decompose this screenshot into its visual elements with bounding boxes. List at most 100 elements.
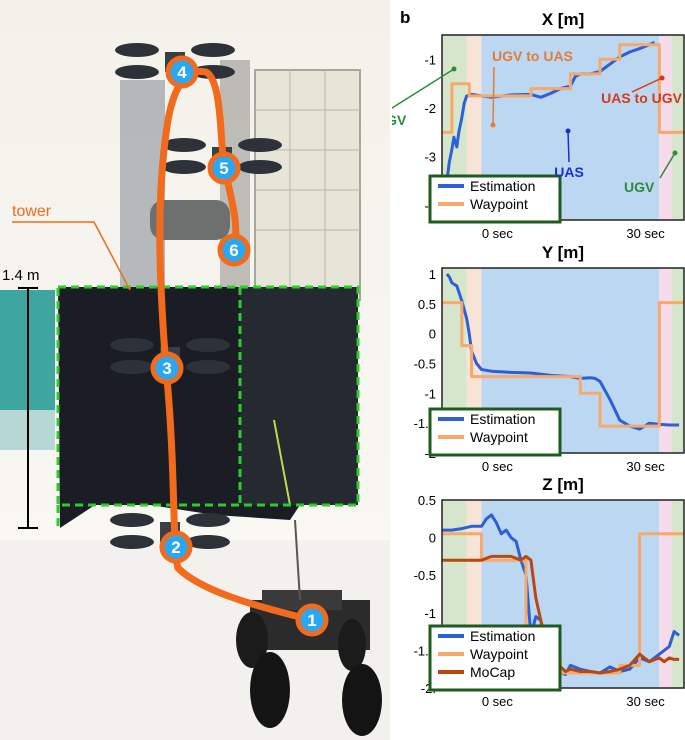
y-tick-label: -3 [424,150,436,165]
annotation-ugv-left: UGV [392,112,407,128]
y-tick-label: -0.5 [414,568,436,583]
annotation-ugv-to-uas-dot [490,122,496,128]
y-tick-label: -1 [424,606,436,621]
legend-label-waypoint: Waypoint [470,646,528,662]
phase-band-5 [671,500,684,688]
drone-rotor [110,513,154,527]
plot-frame [441,267,685,454]
waypoint-2-label: 2 [171,538,180,557]
annotation-ugv-to-uas-line [492,66,495,126]
waypoint-5-label: 5 [219,159,228,178]
phase-band-5 [671,35,684,220]
x-tick-label: 0 sec [482,694,514,709]
waypoint-2: 2 [159,530,193,564]
tower-box [56,285,360,507]
legend-label-waypoint: Waypoint [470,196,528,212]
annotation-uas-dot [565,128,571,134]
y-tick-label: -1 [424,52,436,67]
waypoint-6: 6 [217,233,251,267]
annotation-ugv-right: UGV [624,179,655,195]
x-tick-label: 0 sec [482,459,514,474]
waypoint-6-label: 6 [229,241,238,260]
drone-rotor [186,513,230,527]
annotation-uas: UAS [554,164,584,180]
legend-label-waypoint: Waypoint [470,429,528,445]
y-tick-label: -2 [424,101,436,116]
window [254,69,361,301]
series-line-waypoint [442,301,684,428]
drone-rotor [186,535,230,549]
chart-title: Z [m] [542,475,584,494]
x-tick-label: 30 sec [626,226,665,241]
annotation-uas-to-ugv-dot [659,75,665,81]
drone-rotor [110,338,154,352]
drone-rotor [162,160,206,174]
x-tick-label: 0 sec [482,226,514,241]
waypoint-1: 1 [295,603,329,637]
drone-rotor [162,138,206,152]
panel-b-label: b [400,8,411,27]
waypoint-3-label: 3 [162,359,171,378]
waypoint-3: 3 [150,351,184,385]
annotation-ugv-left-line [392,68,455,109]
legend-box [428,407,562,457]
legend-label-estimation: Estimation [470,411,535,427]
plot-frame [441,34,685,221]
waypoint-4-label: 4 [177,63,187,82]
annotation-uas-line [567,130,570,163]
waypoint-4: 4 [165,55,199,89]
y-tick-label: 0.5 [418,493,436,508]
annotation-uas-to-ugv: UAS to UGV [601,90,683,106]
phase-band-2 [466,35,482,220]
tower-cloth-side [240,287,358,505]
waypoint-1-label: 1 [307,611,316,630]
tether [273,419,291,506]
x-tick-label: 30 sec [626,459,665,474]
legend-label-estimation: Estimation [470,178,535,194]
series-line-waypoint [442,43,684,134]
drone-rotor [110,535,154,549]
robot-photo: 1 2 3 4 5 6 tower 1.4 m [0,0,390,740]
x-tick-label: 30 sec [626,694,665,709]
drone-rotor [115,65,159,79]
legend-label-mocap: MoCap [470,664,515,680]
annotation-ugv-right-line [659,152,676,179]
y-tick-label: 0 [429,531,436,546]
waypoint-5: 5 [207,151,241,185]
annotation-uas-to-ugv-line [631,77,663,93]
phase-band-4 [659,500,672,688]
drone-rotor [238,160,282,174]
drone-rotor [186,360,230,374]
phase-band-4 [659,268,672,453]
legend-label-estimation: Estimation [470,628,535,644]
tower-leader-line [12,221,131,291]
y-tick-label: 0 [429,327,436,342]
legend-box [428,174,562,224]
plot-frame [441,499,685,689]
cylinder [150,200,230,240]
drone-rotor [191,43,235,57]
series-line-mocap [442,554,680,675]
y-tick-label: 1 [429,267,436,282]
y-tick-label: -0.5 [414,356,436,371]
tower-label: tower [12,203,52,220]
chart-title: X [m] [542,10,585,29]
annotation-ugv-left-dot [451,66,457,72]
phase-band-5 [671,268,684,453]
phase-band-4 [659,35,672,220]
drone-rotor [186,338,230,352]
drone-rotor [238,138,282,152]
annotation-ugv-to-uas: UGV to UAS [492,48,573,64]
drone-rotor [110,360,154,374]
drone-rotor [115,43,159,57]
annotation-ugv-right-dot [672,150,678,156]
chart-title: Y [m] [542,243,584,262]
y-tick-label: 0.5 [418,297,436,312]
height-label: 1.4 m [2,267,40,284]
